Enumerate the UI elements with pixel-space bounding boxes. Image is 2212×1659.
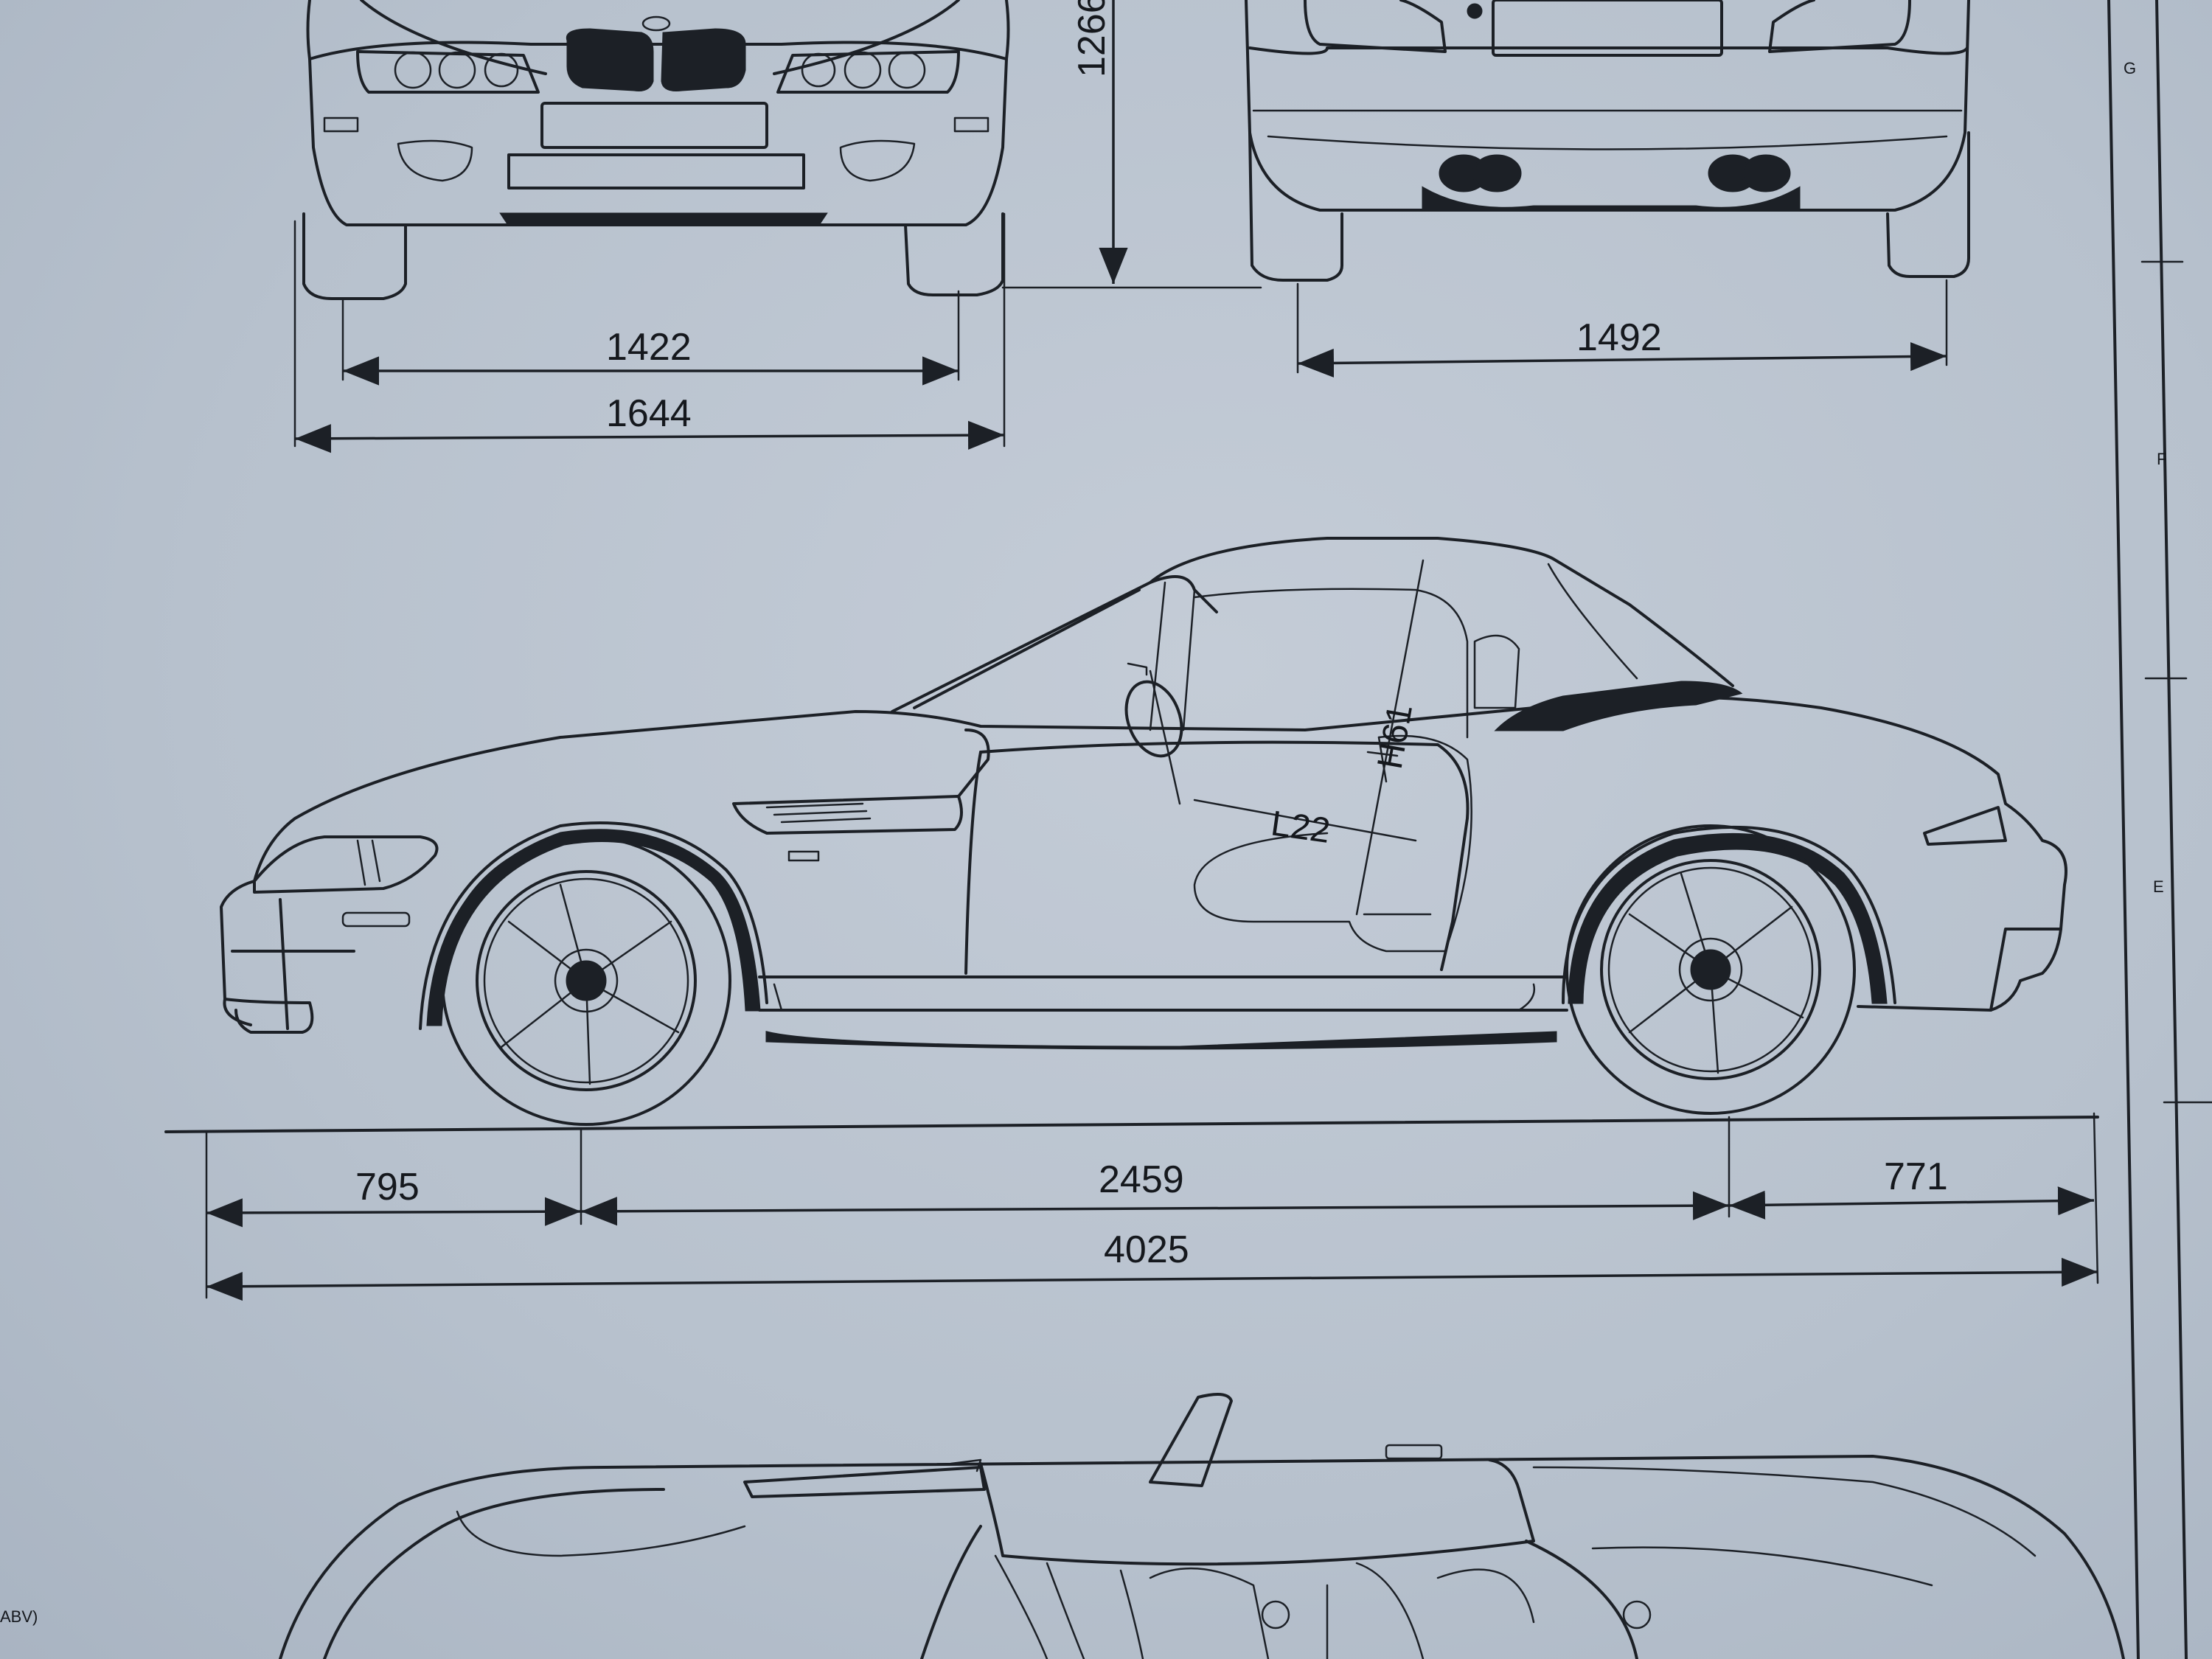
front-overhang-line (206, 1197, 582, 1228)
rear-track-line (1297, 341, 1947, 378)
wheelbase-line (580, 1191, 1730, 1226)
margin-letter-e: E (2153, 877, 2164, 896)
front-width-label: 1644 (606, 392, 692, 435)
overall-length-line (206, 1257, 2098, 1301)
rear-dimensions (1296, 279, 1948, 378)
side-dimensions (164, 1112, 2099, 1301)
height-label: 1266 (1071, 0, 1113, 77)
overall-length-label: 4025 (1104, 1228, 1189, 1271)
rear-view (1245, 0, 1970, 282)
rear-track-label: 1492 (1576, 316, 1662, 359)
seat-height-label: H61 (1371, 701, 1420, 772)
rear-wheel (1565, 824, 1856, 1115)
wheelbase-label: 2459 (1099, 1158, 1184, 1201)
side-view (220, 537, 2067, 1050)
front-wheel (441, 835, 731, 1126)
rear-overhang-label: 771 (1884, 1155, 1948, 1198)
seat-legroom-label: L22 (1268, 804, 1332, 851)
front-width-line (294, 420, 1005, 453)
title-block-frame (2107, 0, 2212, 1659)
margin-letter-g: G (2124, 59, 2136, 77)
front-view (302, 0, 1010, 300)
top-view (279, 1393, 2125, 1659)
left-margin-fragment: ABV) (0, 1607, 38, 1626)
front-overhang-label: 795 (355, 1166, 420, 1208)
rear-overhang-line (1728, 1186, 2095, 1220)
front-track-label: 1422 (606, 326, 692, 369)
front-dimensions (293, 212, 1006, 453)
margin-letter-f: F (2157, 450, 2166, 468)
height-dimension (1001, 0, 1262, 289)
